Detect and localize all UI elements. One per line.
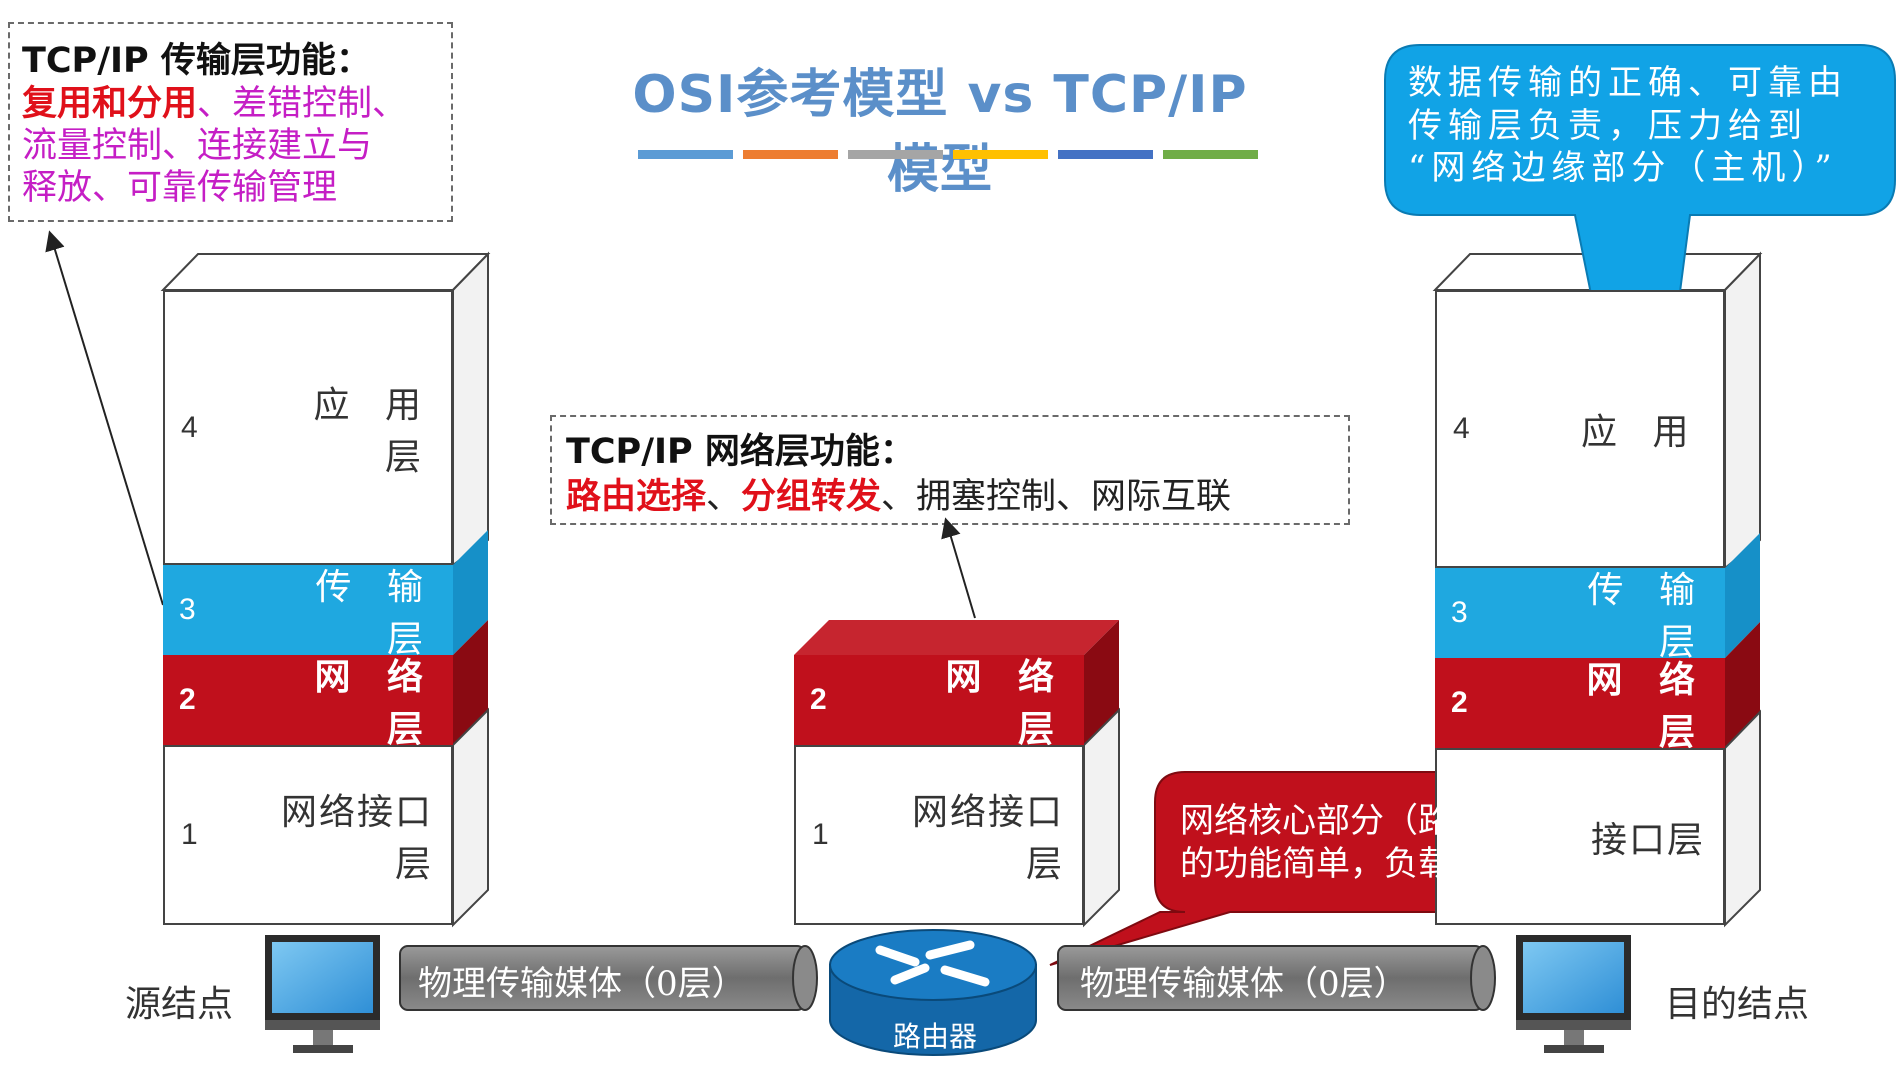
dest-layer-transport: 3 传 输 层 [1435, 568, 1725, 663]
source-layer-network: 2 网 络 层 [163, 655, 453, 750]
source-layer-application: 4 应 用 层 [163, 290, 453, 565]
blue-bubble-line3: “网络边缘部分（主机）” [1408, 148, 1838, 188]
layer-name: 传 输 层 [315, 567, 435, 660]
layer-number: 2 [810, 683, 827, 716]
layer-name: 网络接口层 [280, 792, 433, 885]
transport-note-line2: 流量控制、连接建立与 [22, 126, 373, 166]
color-bar-3 [848, 150, 943, 159]
dest-computer-icon [1516, 935, 1631, 1053]
layer-number: 2 [1451, 686, 1468, 719]
layer-number: 1 [812, 818, 829, 851]
network-functions-note: TCP/IP 网络层功能： 路由选择、分组转发、拥塞控制、网际互联 [550, 415, 1350, 525]
transport-note-line3: 释放、可靠传输管理 [22, 168, 338, 208]
network-note-title: TCP/IP 网络层功能： [566, 432, 915, 472]
network-note-h2: 分组转发 [741, 477, 882, 517]
dest-node-label: 目的结点 [1665, 984, 1810, 1025]
network-note-h1: 路由选择 [566, 477, 707, 517]
layer-number: 2 [179, 683, 196, 716]
media-pipe-left [399, 945, 818, 1011]
router-stack-3d [794, 620, 1120, 928]
source-node-label: 源结点 [125, 984, 234, 1025]
blue-bubble-line1: 数据传输的正确、可靠由 [1408, 63, 1848, 103]
layer-name: 接口层 [1590, 819, 1705, 861]
network-note-sep: 、 [706, 477, 742, 517]
media-left-label: 物理传输媒体（0层） [418, 964, 746, 1004]
layer-name: 传 输 层 [1587, 570, 1707, 663]
red-bubble-line1: 网络核心部分（路由器） [1180, 801, 1554, 841]
router-label: 路由器 [893, 1020, 978, 1053]
red-bubble-line2: 的功能简单，负载低 [1180, 843, 1486, 884]
blue-bubble-text: 数据传输的正确、可靠由 传输层负责，压力给到 “网络边缘部分（主机）” [1408, 62, 1888, 190]
layer-number: 4 [181, 410, 198, 444]
layer-number: 3 [179, 593, 196, 626]
dest-layer-application: 4 应 用 [1435, 290, 1725, 568]
source-stack-3d [160, 251, 491, 928]
router-layer-link: 1 网络接口层 [794, 745, 1084, 925]
layer-number: 3 [1451, 596, 1468, 629]
layer-name: 网 络 层 [314, 657, 435, 750]
transport-note-title: TCP/IP 传输层功能： [22, 41, 371, 81]
network-arrow [941, 517, 976, 619]
transport-note-rest1: 、差错控制、 [197, 84, 408, 124]
dest-layer-link: 接口层 [1435, 748, 1725, 925]
red-bubble-text: 网络核心部分（路由器） 的功能简单，负载低 [1180, 800, 1610, 885]
color-bar-1 [638, 150, 733, 159]
layer-name: 应 用 [1581, 412, 1701, 453]
source-layer-link: 1 网络接口层 [163, 745, 453, 925]
layer-name: 网 络 层 [945, 657, 1066, 750]
router-layer-network: 2 网 络 层 [794, 655, 1084, 750]
layer-number: 1 [181, 818, 198, 851]
transport-functions-note: TCP/IP 传输层功能： 复用和分用、差错控制、 流量控制、连接建立与 释放、… [8, 22, 453, 222]
color-bar-6 [1163, 150, 1258, 159]
source-layer-transport: 3 传 输 层 [163, 565, 453, 660]
network-note-rest: 、拥塞控制、网际互联 [881, 477, 1232, 517]
dest-layer-network: 2 网 络 层 [1435, 658, 1725, 753]
media-right-label: 物理传输媒体（0层） [1080, 964, 1408, 1004]
media-pipe-right [1057, 945, 1496, 1011]
blue-bubble-line2: 传输层负责，压力给到 [1408, 105, 1808, 146]
layer-name: 应 用 层 [313, 384, 433, 478]
color-bar-2 [743, 150, 838, 159]
layer-name: 网络接口层 [911, 792, 1064, 885]
transport-arrow [45, 230, 164, 606]
layer-number: 4 [1453, 412, 1470, 445]
color-bar-5 [1058, 150, 1153, 159]
color-bar-4 [953, 150, 1048, 159]
transport-note-highlight: 复用和分用 [22, 84, 198, 124]
source-computer-icon [265, 935, 380, 1053]
layer-name: 网 络 层 [1586, 660, 1707, 753]
router-icon [829, 929, 1037, 1056]
